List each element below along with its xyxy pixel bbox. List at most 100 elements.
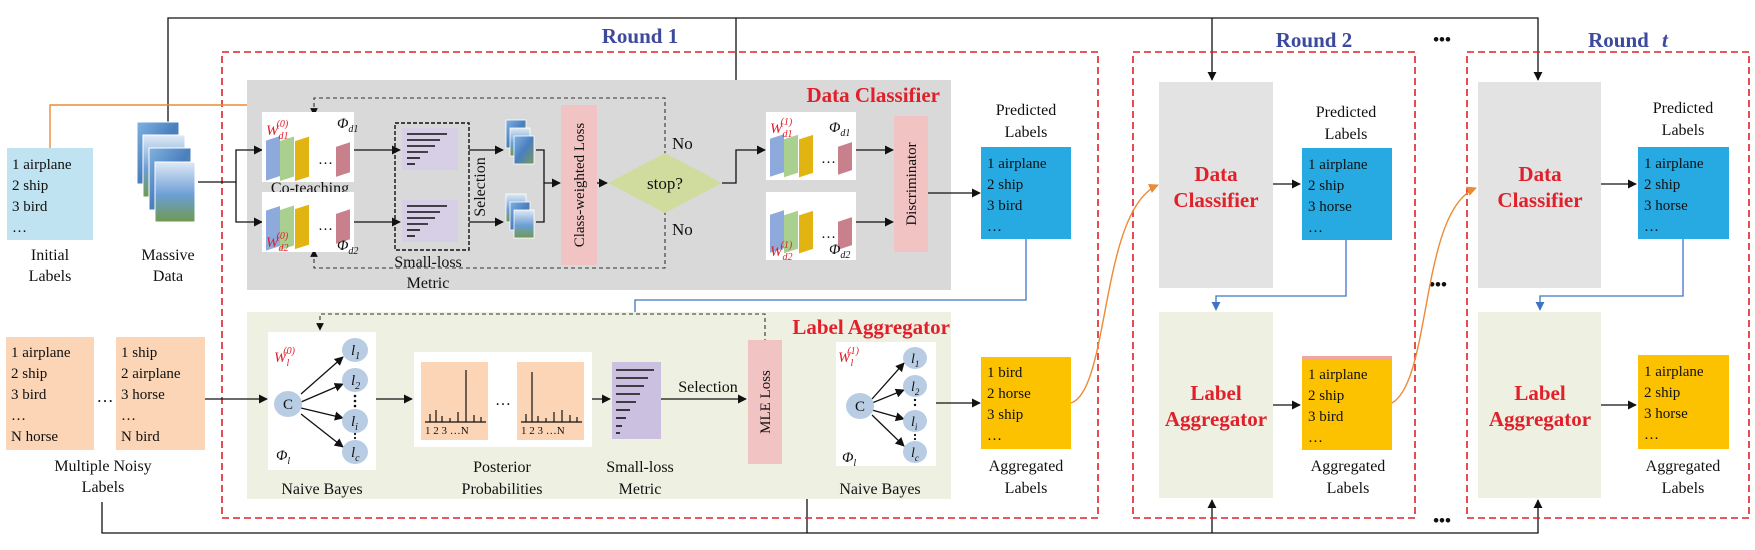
node-l2-sub: 2 bbox=[355, 381, 360, 392]
round2-agg-caption-1: Aggregated bbox=[1311, 458, 1386, 475]
w-d1-sub: d1 bbox=[279, 131, 289, 142]
noisy-dots: … bbox=[97, 387, 114, 406]
mle-loss-label: MLE Loss bbox=[758, 370, 774, 434]
round2-pred-caption-2: Labels bbox=[1325, 126, 1368, 143]
network-d2-round1: … Wd2(1) Φd2 bbox=[766, 192, 856, 263]
initial-label-1: 1 airplane bbox=[12, 157, 72, 173]
noisy-b-5: N bird bbox=[121, 429, 160, 445]
network-d1-round1-layer-2 bbox=[784, 134, 798, 178]
noisy-labels-box-b bbox=[116, 337, 205, 450]
round2-aggregator-box bbox=[1159, 312, 1273, 498]
noisy-labels-box-a bbox=[6, 337, 94, 450]
roundt-predicted: Predicted Labels 1 airplane 2 ship 3 hor… bbox=[1638, 100, 1729, 239]
phil1-label: Φl bbox=[842, 450, 856, 469]
node2-li-label: li bbox=[911, 415, 918, 432]
naive-bayes-1-node-l2 bbox=[342, 368, 368, 392]
round2-aggregator-label-2: Aggregator bbox=[1165, 407, 1267, 431]
roundt-pred-4: … bbox=[1644, 219, 1659, 235]
roundt-agg-1: 1 airplane bbox=[1644, 364, 1704, 380]
naive-bayes-2-vdots bbox=[913, 398, 917, 441]
node-li-sub: i bbox=[355, 422, 358, 433]
w-d2-sup: (0) bbox=[277, 231, 289, 242]
predicted-caption-r1-1: Predicted bbox=[996, 102, 1056, 119]
selected-bottom-image-3 bbox=[513, 209, 535, 239]
aggregated-caption-r1-2: Labels bbox=[1005, 480, 1048, 497]
network-d1-round1: … Wd1(1) Φd1 bbox=[766, 112, 856, 180]
aggregated-box-r1 bbox=[981, 357, 1071, 449]
aggregated-r1-4: … bbox=[987, 428, 1002, 444]
network-d1-round1-ellipsis: … bbox=[821, 151, 836, 167]
network-d1: … Wd1(0) Φd1 bbox=[262, 112, 358, 182]
noisy-a-3: 3 bird bbox=[11, 387, 47, 403]
network-d1-layer-1 bbox=[266, 136, 280, 181]
posterior-caption-2: Probabilities bbox=[462, 481, 543, 498]
selection-label-classifier: Selection bbox=[472, 157, 489, 217]
roundt-pred-3: 3 horse bbox=[1644, 198, 1688, 214]
naive-bayes-1-node-c-label: C bbox=[283, 397, 293, 413]
initial-caption-1: Initial bbox=[31, 247, 70, 264]
predicted-r1-3: 3 bird bbox=[987, 198, 1023, 214]
dots-top: ••• bbox=[1433, 30, 1451, 49]
network-d2: … Wd2(0) Φd2 bbox=[262, 192, 358, 257]
aggregated-r1-1: 1 bird bbox=[987, 365, 1023, 381]
selected-images-top bbox=[505, 119, 535, 165]
naive-bayes-1-vdots bbox=[353, 394, 357, 440]
posterior-hist-1 bbox=[421, 362, 488, 440]
massive-caption-1: Massive bbox=[141, 247, 194, 264]
metric-box-bottom bbox=[402, 200, 458, 242]
posterior-hist-2-ticks: 1 2 3 …N bbox=[521, 425, 565, 437]
predicted-box-r1 bbox=[981, 147, 1071, 239]
phi-d1-main: Φ bbox=[337, 116, 349, 132]
network-d1-layer-4 bbox=[336, 142, 350, 177]
naive-bayes-1-node-lc bbox=[342, 440, 368, 464]
aggregator-small-loss-1: Small-loss bbox=[606, 459, 674, 476]
naive-bayes-2-node-c bbox=[846, 393, 874, 419]
noisy-caption-2: Labels bbox=[82, 479, 125, 496]
noisy-a-5: N horse bbox=[11, 429, 58, 445]
network-d1-layer-3 bbox=[295, 136, 309, 182]
aggregated-r1-2: 2 horse bbox=[987, 386, 1031, 402]
round2-agg-1: 1 airplane bbox=[1308, 367, 1368, 383]
roundt-aggregator-box bbox=[1478, 312, 1601, 498]
roundt-variable: t bbox=[1662, 28, 1669, 52]
massive-split-arrows bbox=[198, 145, 263, 227]
network-d1-ellipsis: … bbox=[318, 152, 333, 168]
naive-bayes-label-2: Naive Bayes bbox=[839, 481, 920, 498]
posterior-caption-1: Posterior bbox=[473, 459, 531, 476]
predicted-labels-r1: Predicted Labels 1 airplane 2 ship 3 bir… bbox=[981, 102, 1071, 239]
noisy-b-3: 3 horse bbox=[121, 387, 165, 403]
initial-labels: 1 airplane 2 ship 3 bird … Initial Label… bbox=[7, 148, 93, 285]
wl-sub: l bbox=[287, 358, 290, 369]
w1-d1-sup: (1) bbox=[781, 117, 793, 128]
w1-d2-sup: (1) bbox=[781, 240, 793, 251]
network-d1-round1-layer-3 bbox=[799, 134, 813, 178]
noisy-b-4: … bbox=[121, 408, 136, 424]
round2-pred-caption-1: Predicted bbox=[1316, 104, 1376, 121]
w-d2-main: W bbox=[266, 235, 280, 251]
round2-pred-3: 3 horse bbox=[1308, 199, 1352, 215]
round2-aggregated: 1 airplane 2 ship 3 bird … Aggregated La… bbox=[1302, 356, 1392, 497]
noisy-b-1: 1 ship bbox=[121, 345, 157, 361]
discriminator-label: Discriminator bbox=[904, 142, 920, 225]
roundt-agg-4: … bbox=[1644, 427, 1659, 443]
predicted-r1-2: 2 ship bbox=[987, 177, 1023, 193]
predicted-r1-4: … bbox=[987, 219, 1002, 235]
roundt-aggregated: 1 airplane 2 ship 3 horse … Aggregated L… bbox=[1638, 355, 1729, 497]
phil-sub: l bbox=[287, 456, 290, 467]
wl1-main: W bbox=[838, 350, 852, 366]
round2-aggregator-label-1: Label bbox=[1190, 381, 1242, 405]
naive-bayes-1-edges bbox=[300, 356, 344, 448]
predicted-r1-1: 1 airplane bbox=[987, 156, 1047, 172]
roundt-classifier-label-1: Data bbox=[1518, 162, 1562, 186]
node-l2-label: l2 bbox=[351, 373, 360, 392]
roundt-aggregator-label-2: Aggregator bbox=[1489, 407, 1591, 431]
network-d2-layer-4 bbox=[336, 209, 350, 244]
round2-classifier-box bbox=[1159, 82, 1273, 288]
roundt-pred-caption-2: Labels bbox=[1662, 122, 1705, 139]
round2-pred-2: 2 ship bbox=[1308, 178, 1344, 194]
dots-bottom: ••• bbox=[1433, 511, 1451, 530]
metric-box-top bbox=[402, 128, 458, 170]
round2-classifier-label-2: Classifier bbox=[1173, 188, 1258, 212]
phi-d2-main: Φ bbox=[337, 238, 349, 254]
roundt-pred-to-aggregator bbox=[1535, 239, 1684, 311]
